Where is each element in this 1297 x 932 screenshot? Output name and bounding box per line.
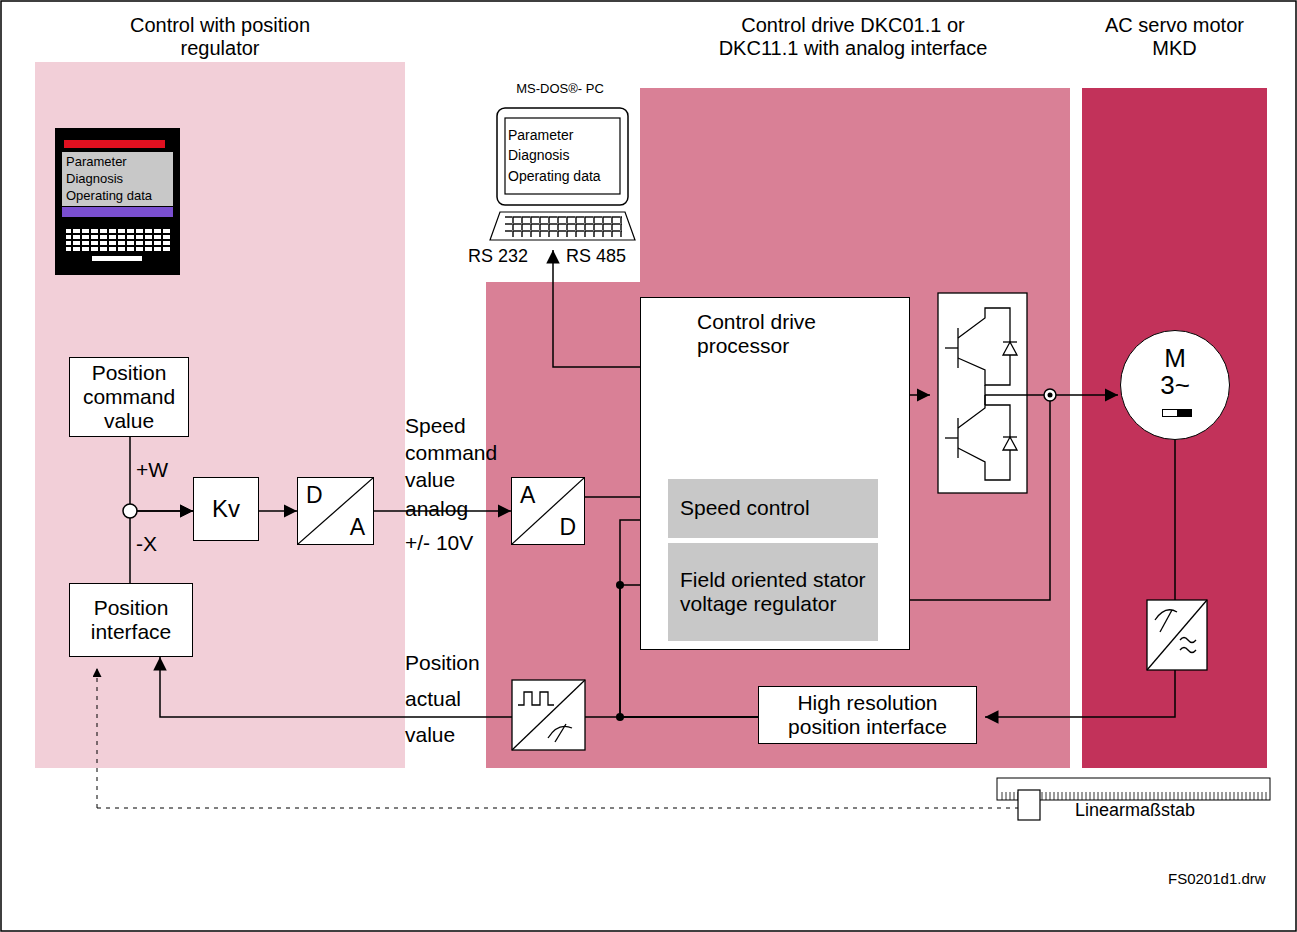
drive-band (486, 88, 1070, 768)
node-text: M (1164, 345, 1186, 372)
block-box: Control drive processorSpeed controlFiel… (640, 297, 910, 650)
node-text: D (559, 514, 576, 540)
signal-label: RS 232 (468, 246, 528, 267)
node-text: Parameter Diagnosis Operating data (66, 154, 169, 205)
inverter-symbol (938, 293, 1027, 493)
node-text: Parameter Diagnosis Operating data (508, 125, 616, 186)
node-text: Control drive processor (697, 310, 867, 358)
region-band: Control with position regulatorParameter… (35, 8, 405, 768)
control-terminal-icon (55, 128, 180, 275)
signal-connector (130, 511, 193, 583)
node-text: A (520, 482, 535, 508)
signal-connector (259, 510, 297, 512)
block-box: High resolution position interface (758, 686, 977, 744)
resolver-converter (1147, 600, 1207, 670)
block-box: Position command value (69, 357, 189, 437)
node-text: Control with position regulator (105, 14, 335, 60)
signal-label: -X (136, 532, 157, 556)
block-box: Field oriented stator voltage regulator (668, 543, 878, 641)
region-band: AC servo motor MKD M3~ (1082, 8, 1267, 768)
block-box: Speed control (668, 479, 878, 538)
motor-circle: M3~ (1120, 330, 1230, 440)
control-band (35, 62, 405, 768)
node-text: Position command value (75, 361, 183, 433)
block-box: AD (511, 477, 585, 545)
block-box: MS-DOS®- PC Parameter Diagnosis Operating… (478, 80, 642, 250)
signal-connector (130, 437, 193, 511)
junction-dot (616, 713, 624, 721)
linear-scale (997, 778, 1270, 820)
signal-label: analog +/- 10V (405, 492, 495, 559)
drawing-number: FS0201d1.drw (1168, 870, 1266, 887)
node-text: AC servo motor MKD (1095, 14, 1255, 60)
motor-band (1082, 88, 1267, 768)
signal-label: RS 485 (566, 246, 626, 267)
node-text: MS-DOS®- PC (478, 82, 642, 97)
block-box: Position interface (69, 583, 193, 657)
block-box: Kv (193, 477, 259, 541)
block-box: DA (297, 477, 374, 545)
node-text: D (306, 482, 323, 508)
summing-point (123, 504, 137, 518)
signal-label: Position actual value (405, 645, 485, 753)
node-text: Control drive DKC01.1 or DKC11.1 with an… (708, 14, 998, 60)
node-text: Speed control (680, 496, 810, 520)
signal-connector (553, 250, 640, 367)
signal-label: Linearmaßstab (1075, 800, 1195, 821)
node-text: Kv (212, 495, 240, 523)
node-text: Field oriented stator voltage regulator (680, 568, 866, 616)
motor-symbol (1162, 409, 1192, 417)
edge-label: Speed command value (405, 413, 525, 494)
pc-icon (490, 108, 635, 240)
encoder-emulator (512, 680, 585, 750)
block-box: Parameter Diagnosis Operating data (62, 152, 173, 206)
node-text: 3~ (1160, 372, 1190, 399)
junction-dot (616, 581, 624, 589)
signal-label: +W (136, 458, 168, 482)
node-text: A (350, 514, 365, 540)
node-text: Position interface (75, 596, 187, 644)
node-text: High resolution position interface (764, 691, 971, 739)
